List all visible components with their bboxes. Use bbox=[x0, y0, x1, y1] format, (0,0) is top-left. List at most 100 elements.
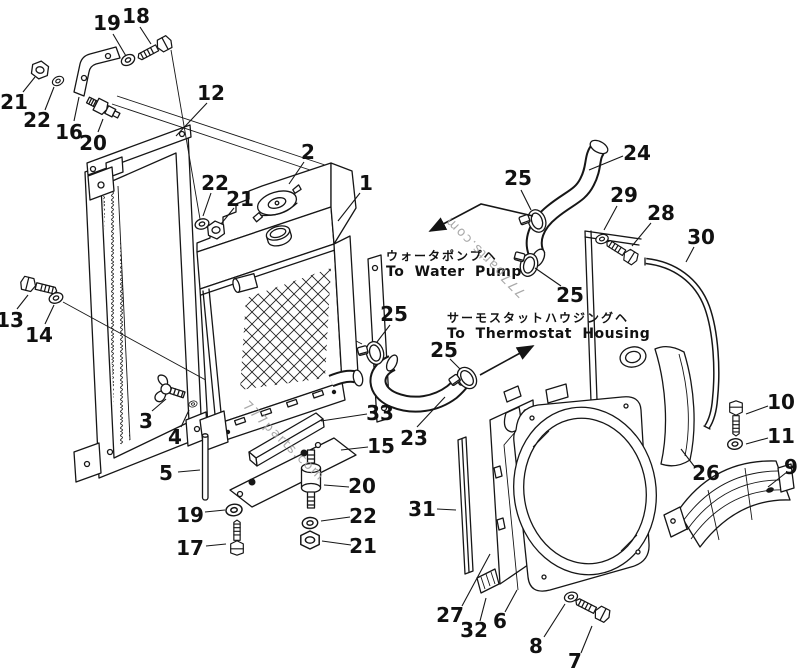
callout-5: 5 bbox=[159, 461, 201, 485]
callout-12: 12 bbox=[175, 81, 225, 137]
callout-28: 28 bbox=[631, 201, 675, 247]
callout-4: 4 bbox=[168, 409, 190, 449]
callout-label: 31 bbox=[408, 497, 436, 521]
callout-label: 20 bbox=[348, 474, 376, 498]
washer-22 bbox=[50, 73, 66, 89]
water-pump-arrow bbox=[428, 203, 534, 232]
callout-label: 21 bbox=[226, 187, 254, 211]
radiator bbox=[196, 162, 391, 452]
radiator-overflow-nub bbox=[232, 273, 259, 294]
washer-19b bbox=[224, 502, 244, 518]
callout-label: 15 bbox=[367, 434, 395, 458]
callout-22c: 22 bbox=[320, 504, 377, 528]
fan-guard bbox=[663, 460, 795, 548]
callout-13: 13 bbox=[0, 294, 29, 332]
callout-label: 11 bbox=[767, 424, 795, 448]
callout-30: 30 bbox=[685, 225, 715, 263]
nut-21 bbox=[30, 59, 50, 81]
radiator-core-fins bbox=[240, 268, 331, 390]
callout-label: 29 bbox=[610, 183, 638, 207]
callout-label: 22 bbox=[349, 504, 377, 528]
callout-33: 33 bbox=[320, 401, 394, 425]
rod-5 bbox=[201, 433, 209, 501]
callout-label: 23 bbox=[400, 426, 428, 450]
callout-22: 22 bbox=[23, 86, 55, 132]
callout-1: 1 bbox=[337, 171, 373, 222]
callout-label: 20 bbox=[79, 131, 107, 155]
callout-label: 25 bbox=[556, 283, 584, 307]
callout-16: 16 bbox=[55, 96, 83, 144]
callout-17: 17 bbox=[176, 536, 227, 560]
callout-label: 30 bbox=[687, 225, 715, 249]
callout-31: 31 bbox=[408, 497, 457, 521]
callout-label: 8 bbox=[529, 634, 543, 658]
radiator-filler-neck bbox=[265, 225, 293, 247]
bolt-10 bbox=[729, 400, 743, 437]
upper-hose-24 bbox=[525, 139, 609, 268]
fitting-20 bbox=[85, 96, 121, 119]
callout-10: 10 bbox=[745, 390, 795, 415]
mount-plate-15 bbox=[229, 437, 357, 508]
callout-29: 29 bbox=[603, 183, 638, 231]
thermostat-arrow bbox=[479, 345, 535, 376]
callout-7: 7 bbox=[568, 625, 593, 671]
callout-21b: 21 bbox=[220, 187, 254, 225]
callout-label: 17 bbox=[176, 536, 204, 560]
callout-8: 8 bbox=[529, 603, 566, 658]
callout-label: 33 bbox=[366, 401, 394, 425]
callout-label: 3 bbox=[139, 409, 153, 433]
seal-strip-31 bbox=[457, 436, 474, 575]
callout-label: 19 bbox=[176, 503, 204, 527]
tube-30 bbox=[644, 257, 720, 430]
callout-20b: 20 bbox=[323, 474, 376, 498]
callout-label: 22 bbox=[23, 108, 51, 132]
callout-label: 21 bbox=[0, 90, 28, 114]
callout-25b: 25 bbox=[534, 267, 584, 307]
callout-22b: 22 bbox=[201, 171, 229, 217]
callout-24: 24 bbox=[588, 141, 651, 171]
callout-6: 6 bbox=[493, 589, 518, 633]
callout-25a: 25 bbox=[504, 166, 532, 211]
callout-18: 18 bbox=[122, 4, 152, 45]
callout-label: 19 bbox=[93, 11, 121, 35]
callout-label: 1 bbox=[359, 171, 373, 195]
fan-shroud bbox=[503, 383, 657, 592]
washer-11 bbox=[726, 437, 744, 451]
callout-label: 5 bbox=[159, 461, 173, 485]
callout-15: 15 bbox=[340, 434, 395, 458]
callout-label: 24 bbox=[623, 141, 651, 165]
bolt-18 bbox=[134, 33, 175, 65]
bar-33 bbox=[248, 412, 325, 467]
radiator-cap bbox=[252, 184, 302, 223]
callout-25c: 25 bbox=[376, 302, 408, 343]
bracket-16 bbox=[73, 46, 121, 97]
callout-21c: 21 bbox=[321, 534, 377, 558]
callout-32: 32 bbox=[460, 597, 488, 642]
callouts: 18 19 21 22 16 20 12 2 1 22 21 13 14 3 4… bbox=[0, 4, 798, 671]
callout-19b: 19 bbox=[176, 503, 226, 527]
callout-label: 28 bbox=[647, 201, 675, 225]
callout-label: 10 bbox=[767, 390, 795, 414]
callout-14: 14 bbox=[25, 304, 55, 347]
mount-20 bbox=[300, 449, 322, 509]
callout-label: 18 bbox=[122, 4, 150, 28]
callout-label: 25 bbox=[430, 338, 458, 362]
callout-label: 25 bbox=[380, 302, 408, 326]
callout-label: 22 bbox=[201, 171, 229, 195]
callout-20: 20 bbox=[79, 118, 107, 155]
callout-2: 2 bbox=[288, 140, 315, 185]
nut-21c bbox=[300, 530, 320, 550]
drain-cock-3 bbox=[154, 374, 186, 403]
callout-3: 3 bbox=[139, 398, 167, 433]
washer-19 bbox=[118, 51, 138, 69]
callout-19: 19 bbox=[93, 11, 127, 57]
water-pump-label-jp: ウォータポンプヘ bbox=[386, 248, 498, 263]
callout-label: 12 bbox=[197, 81, 225, 105]
callout-26: 26 bbox=[680, 448, 720, 485]
thermostat-label-jp: サーモスタットハウジングヘ bbox=[447, 310, 629, 325]
bolt-7 bbox=[572, 594, 613, 625]
callout-label: 32 bbox=[460, 618, 488, 642]
water-pump-label-en: To Water Pump bbox=[386, 264, 522, 280]
